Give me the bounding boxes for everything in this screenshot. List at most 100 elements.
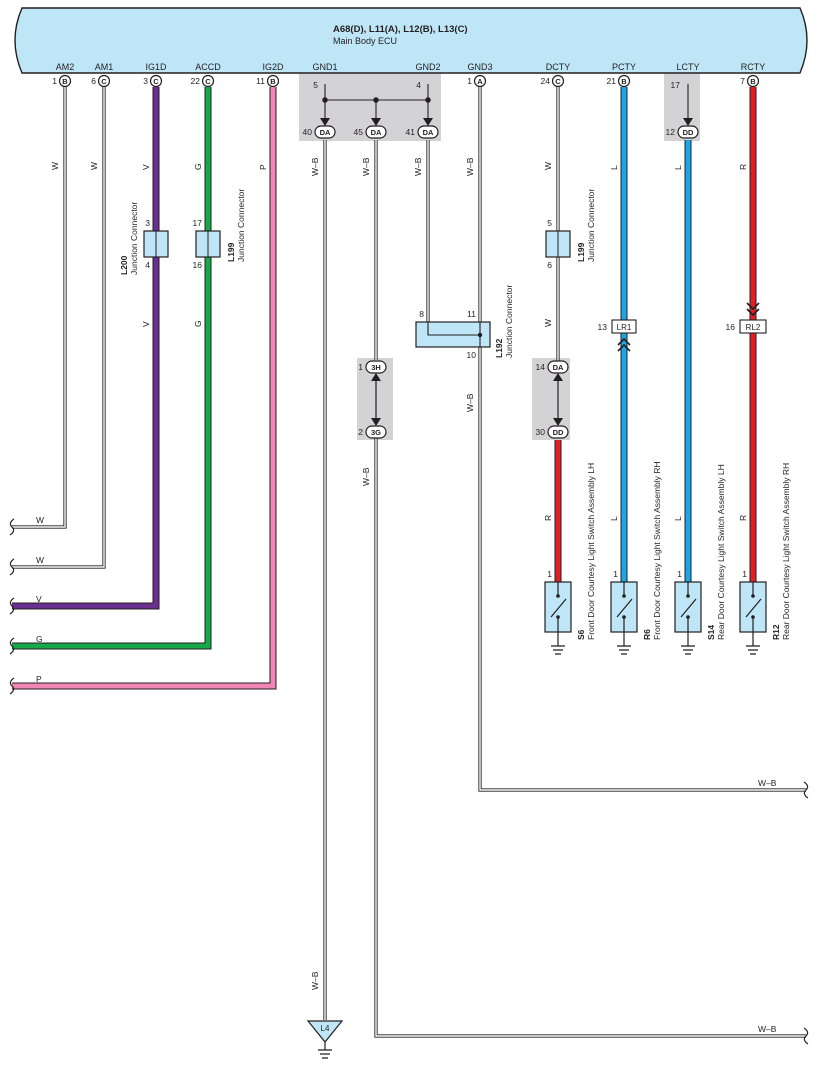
pin-number: 11 — [256, 76, 265, 86]
small-connector-num: 1 — [358, 362, 363, 372]
junction-name: Junction Connector — [129, 202, 139, 275]
dd-connector-45: DA 45 — [354, 118, 387, 139]
inline-connector-num: 13 — [598, 322, 608, 332]
junction-pin-bottom: 16 — [193, 260, 203, 270]
dd-connector-14: DA 14 — [536, 360, 569, 381]
wire-label-g: G — [193, 320, 203, 327]
wire-label-w: W — [50, 162, 60, 170]
switch-pin: 1 — [613, 569, 618, 579]
inline-connector-lr1: LR1 13 — [598, 319, 637, 352]
junction-code: L192 — [494, 338, 504, 358]
pin-number: 17 — [671, 80, 681, 90]
pin-number: 7 — [740, 76, 745, 86]
junction-pin-bottom: 6 — [547, 260, 552, 270]
wire-label-wb: W–B — [361, 467, 371, 486]
pin-gnd2: 4 — [416, 80, 421, 90]
pin-connector-letter: C — [101, 77, 107, 86]
switches: 1 S6 Front Door Courtesy Light Switch As… — [544, 461, 791, 655]
wire-label-p: P — [258, 164, 268, 170]
junction-pin-bottom: 10 — [467, 350, 477, 360]
dd-connector-id: DA — [423, 128, 434, 137]
switch-pin: 1 — [677, 569, 682, 579]
connector-3g: 3G 2 — [358, 418, 387, 439]
wire-label-w: W — [543, 162, 553, 170]
wire-label-wb: W–B — [465, 393, 475, 412]
junction-pin-in: 8 — [419, 309, 424, 319]
pin-accd: 22 C — [191, 74, 215, 88]
pin-connector-letter: B — [270, 77, 276, 86]
pin-connector-letter: B — [750, 77, 756, 86]
wire-label-g: G — [193, 163, 203, 170]
inline-connectors: LR1 13 RL2 16 — [598, 302, 767, 352]
pin-gnd1: 5 — [313, 80, 318, 90]
pin-label-am2: AM2 — [56, 62, 75, 72]
ground-bus — [322, 84, 689, 118]
pin-dcty: 24 C — [541, 74, 565, 88]
junction-name: Junction Connector — [236, 189, 246, 262]
wire-label-g: G — [36, 634, 43, 644]
switch-name: Front Door Courtesy Light Switch Assembl… — [652, 461, 662, 640]
dd-connector-12: DD 12 — [666, 118, 699, 139]
wire-ig1d — [12, 87, 160, 610]
small-connector-id: 3H — [371, 363, 381, 372]
pin-label-rcty: RCTY — [741, 62, 766, 72]
junction-connectors: 3 4 L200 Junction Connector 17 16 L199 J… — [119, 189, 596, 360]
wire-label-wb: W–B — [758, 1024, 777, 1034]
dd-connector-id: DA — [320, 128, 331, 137]
pin-label-gnd1: GND1 — [312, 62, 337, 72]
dd-connector-num: 40 — [303, 127, 313, 137]
pin-label-gnd2: GND2 — [415, 62, 440, 72]
pin-connector-letter: B — [621, 77, 627, 86]
wire-label-l: L — [609, 165, 619, 170]
pin-label-pcty: PCTY — [612, 62, 636, 72]
small-connectors: 3H 1 3G 2 — [358, 360, 387, 439]
dd-connector-num: 41 — [406, 127, 416, 137]
junction-l192: 8 11 10 L192 Junction Connector — [415, 285, 514, 360]
pin-label-dcty: DCTY — [546, 62, 571, 72]
dd-connector-40: DA 40 — [303, 118, 336, 139]
pin-connector-letter: C — [153, 77, 159, 86]
wire-am1 — [12, 87, 106, 569]
junction-code: L199 — [226, 242, 236, 262]
wire-label-r: R — [738, 515, 748, 521]
switch-s14: 1 S14 Rear Door Courtesy Light Switch As… — [674, 464, 726, 655]
wires — [12, 87, 806, 1038]
switch-code: R12 — [771, 624, 781, 640]
pin-number: 1 — [52, 76, 57, 86]
wire-label-wb: W–B — [758, 778, 777, 788]
wire-labels: W W V G P W–B W–B W–B W–B W L L R V G W … — [36, 157, 777, 1034]
wire-label-l: L — [609, 516, 619, 521]
ecu-name: Main Body ECU — [333, 36, 397, 46]
inline-connector-num: 16 — [726, 322, 736, 332]
wire-label-wb: W–B — [465, 157, 475, 176]
wire-label-wb: W–B — [310, 157, 320, 176]
junction-pin-top: 3 — [145, 218, 150, 228]
dd-connector-30: DD 30 — [536, 418, 569, 439]
pin-number: 22 — [191, 76, 201, 86]
small-connector-num: 2 — [358, 427, 363, 437]
wire-label-w: W — [36, 515, 44, 525]
dd-connector-num: 14 — [536, 362, 546, 372]
pin-number: 4 — [416, 80, 421, 90]
wire-label-v: V — [36, 594, 42, 604]
wire-gnd3 — [478, 87, 806, 792]
wire-label-wb: W–B — [413, 157, 423, 176]
switch-code: S14 — [706, 625, 716, 640]
junction-l200: 3 4 L200 Junction Connector — [119, 202, 169, 275]
switch-pin: 1 — [547, 569, 552, 579]
ecu-connector-codes: A68(D), L11(A), L12(B), L13(C) — [333, 24, 468, 35]
inline-connector-id: LR1 — [617, 323, 632, 332]
pin-rcty: 7 B — [740, 74, 760, 88]
wire-break-marks — [9, 518, 809, 1045]
small-connector-id: 3G — [371, 428, 381, 437]
pin-number: 6 — [91, 76, 96, 86]
switch-name: Rear Door Courtesy Light Switch Assembly… — [716, 464, 726, 640]
junction-l199-a: 17 16 L199 Junction Connector — [193, 189, 246, 270]
dd-connector-num: 30 — [536, 427, 546, 437]
wire-label-p: P — [36, 674, 42, 684]
pin-label-gnd3: GND3 — [467, 62, 492, 72]
pin-label-lcty: LCTY — [676, 62, 699, 72]
junction-code: L199 — [576, 242, 586, 262]
switch-r12: 1 R12 Rear Door Courtesy Light Switch As… — [739, 463, 791, 655]
main-body-ecu: A68(D), L11(A), L12(B), L13(C) Main Body… — [14, 7, 808, 74]
